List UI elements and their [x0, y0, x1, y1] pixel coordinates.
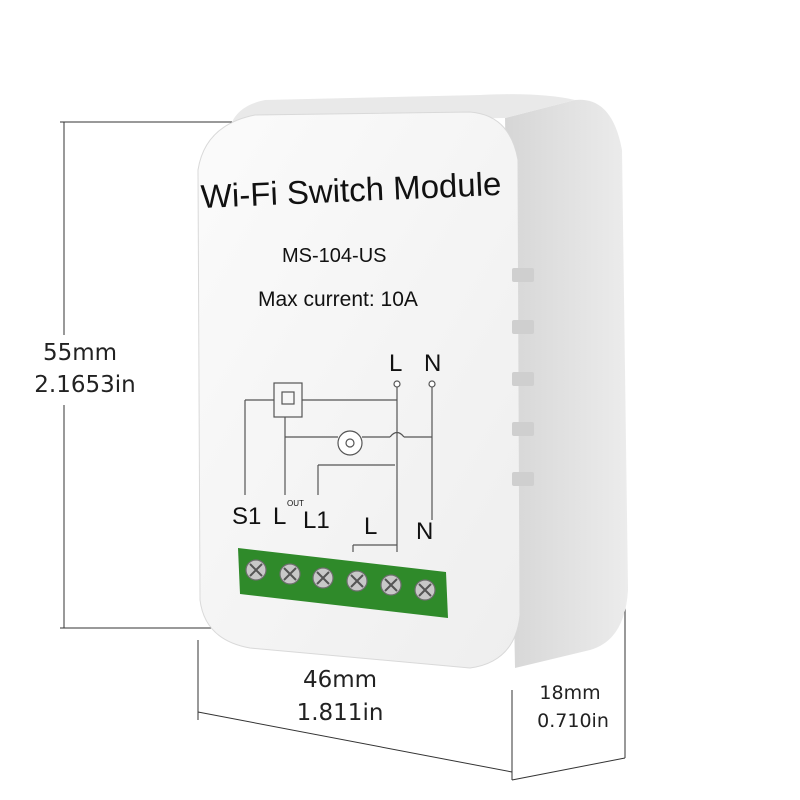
terminal-label-s1: S1: [232, 503, 262, 530]
top-terminal-n: N: [424, 350, 442, 377]
terminal-label-l1: L1: [303, 507, 330, 534]
module-front-face: [197, 111, 521, 669]
height-dimension-line: [60, 121, 232, 629]
terminal-block: [238, 548, 448, 618]
depth-in-label: 0.710in: [537, 710, 609, 732]
height-mm-label: 55mm: [42, 340, 118, 366]
side-vents: [512, 268, 534, 486]
wiring-diagram: [244, 380, 436, 552]
max-current-label: Max current: 10A: [258, 288, 418, 311]
terminal-label-l-out: L: [273, 503, 287, 530]
width-in-label: 1.811in: [296, 700, 384, 726]
terminal-label-n: N: [416, 518, 434, 545]
height-in-label: 2.1653in: [34, 372, 136, 398]
terminal-label-out: OUT: [287, 499, 304, 508]
top-terminal-l: L: [389, 350, 403, 377]
depth-dimension-line: [511, 590, 626, 781]
terminal-label-l: L: [364, 513, 378, 540]
module-side-face: [505, 99, 628, 669]
width-mm-label: 46mm: [302, 667, 378, 693]
product-model: MS-104-US: [282, 245, 387, 267]
width-dimension-line: [197, 640, 513, 780]
depth-mm-label: 18mm: [539, 682, 601, 704]
